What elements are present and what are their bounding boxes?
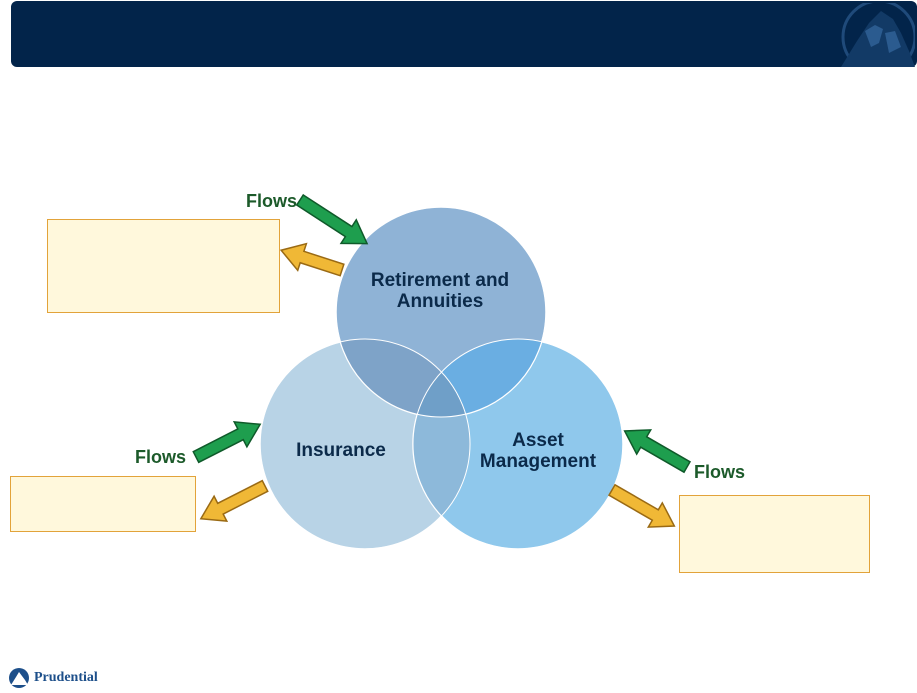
outflow-arrow-asset-management (607, 483, 676, 528)
asset-management-text-box (679, 495, 870, 573)
footer-brand: Prudential (34, 670, 98, 685)
flows-label-insurance: Flows (135, 447, 186, 467)
asset-management-label-line2: Management (480, 451, 597, 472)
retirement-label-line2: Annuities (397, 291, 484, 312)
overlap-top-right (413, 339, 546, 417)
outflow-arrow-insurance (199, 479, 269, 523)
insurance-label: Insurance (296, 440, 386, 461)
title-bar (11, 1, 917, 67)
inflow-arrow-retirement (295, 193, 369, 245)
inflow-arrow-insurance (192, 420, 262, 464)
flows-label-asset-management: Flows (694, 462, 745, 482)
flows-label-retirement: Flows (246, 191, 297, 211)
retirement-label-line1: Retirement and (371, 270, 509, 291)
outflow-arrow-retirement (279, 242, 345, 277)
footer-logo: Prudential (8, 666, 98, 690)
rock-logo-icon (9, 668, 29, 688)
asset-management-label-line1: Asset (512, 430, 564, 451)
insurance-text-box (10, 476, 196, 532)
inflow-arrow-asset-management (623, 429, 692, 474)
overlap-top-left (336, 339, 470, 417)
retirement-text-box (47, 219, 280, 313)
rock-logo-icon (841, 3, 915, 67)
